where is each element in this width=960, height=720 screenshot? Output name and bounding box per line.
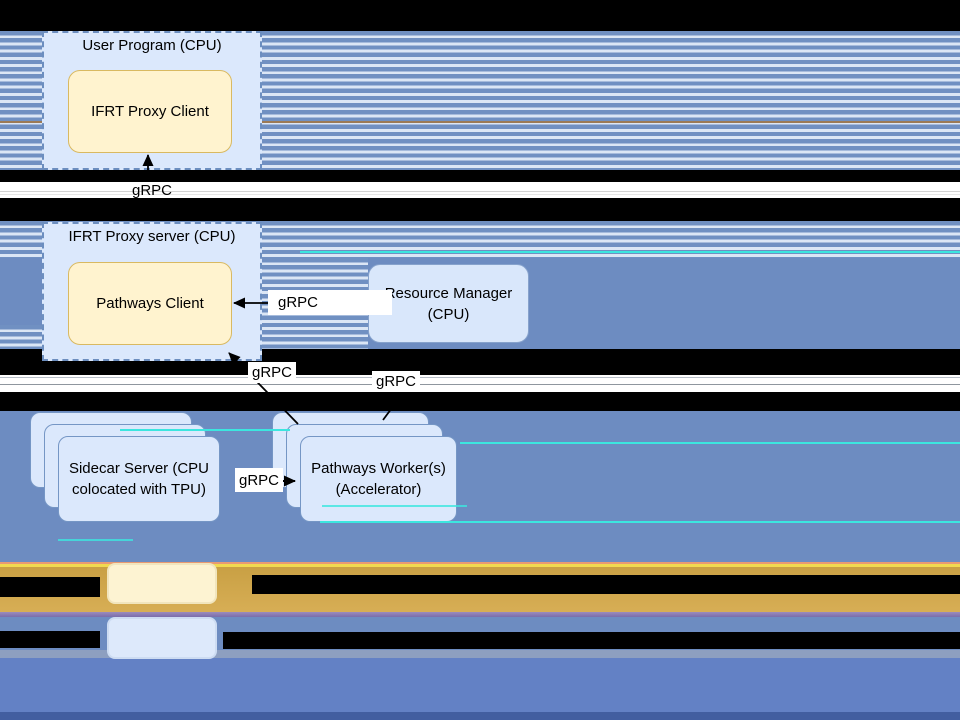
cyan-artifact-line [460,442,960,444]
user-program-title: User Program (CPU) [82,37,222,54]
gray-artifact-line [0,377,960,378]
arrow-workers-to-client [228,352,299,425]
gray-artifact-line [0,194,960,195]
redacted-text-bar [0,577,100,597]
cyan-artifact-line [320,521,960,523]
black-band [0,170,960,182]
grpc-label-workers-client: gRPC [248,362,296,383]
resource-manager-node: Resource Manager (CPU) [368,264,529,343]
purple-artifact-line [0,612,960,617]
pathways-workers-label-line1: Pathways Worker(s) [311,460,446,477]
resource-manager-label-line2: (CPU) [427,305,470,323]
yellow-artifact-line [0,564,960,567]
redacted-text-bar [0,631,100,648]
ifrt-proxy-client-node: IFRT Proxy Client [68,70,232,153]
lower-blue-band [0,658,960,712]
black-band [0,198,960,221]
striped-patch [0,325,43,350]
legend-blue-swatch [107,617,217,659]
ifrt-proxy-client-label: IFRT Proxy Client [91,103,209,120]
pathways-client-label: Pathways Client [96,295,204,312]
gray-blue-band [0,650,960,658]
sidecar-server-label-line1: Sidecar Server (CPU [68,460,210,477]
redacted-text-bar [223,632,960,649]
grpc-label-top: gRPC [131,181,172,199]
gray-artifact-line [0,191,960,192]
salmon-artifact-line [0,562,960,564]
pathways-client-node: Pathways Client [68,262,232,345]
grpc-label-client-rm: gRPC [268,290,392,315]
grpc-label-sidecar-workers: gRPC [235,468,283,492]
gray-artifact-line [0,384,960,385]
sidecar-server-label-line2: colocated with TPU) [72,481,206,498]
cyan-artifact-line [300,251,960,253]
cyan-artifact-line [120,429,290,431]
grpc-label-workers-rm: gRPC [372,371,420,392]
legend-yellow-swatch [107,563,217,604]
brown-artifact-line [0,121,960,123]
pathways-workers-label-line2: (Accelerator) [335,481,422,498]
white-band [0,375,960,392]
black-band [0,392,960,411]
ifrt-proxy-server-title: IFRT Proxy server (CPU) [68,228,236,245]
cyan-artifact-line [322,505,467,507]
black-band [0,0,960,31]
sidecar-server-node: Sidecar Server (CPU colocated with TPU) [58,436,220,522]
resource-manager-label-line1: Resource Manager [384,284,513,302]
navy-band [0,712,960,720]
redacted-text-bar [252,575,960,594]
cyan-artifact-line [58,539,133,541]
